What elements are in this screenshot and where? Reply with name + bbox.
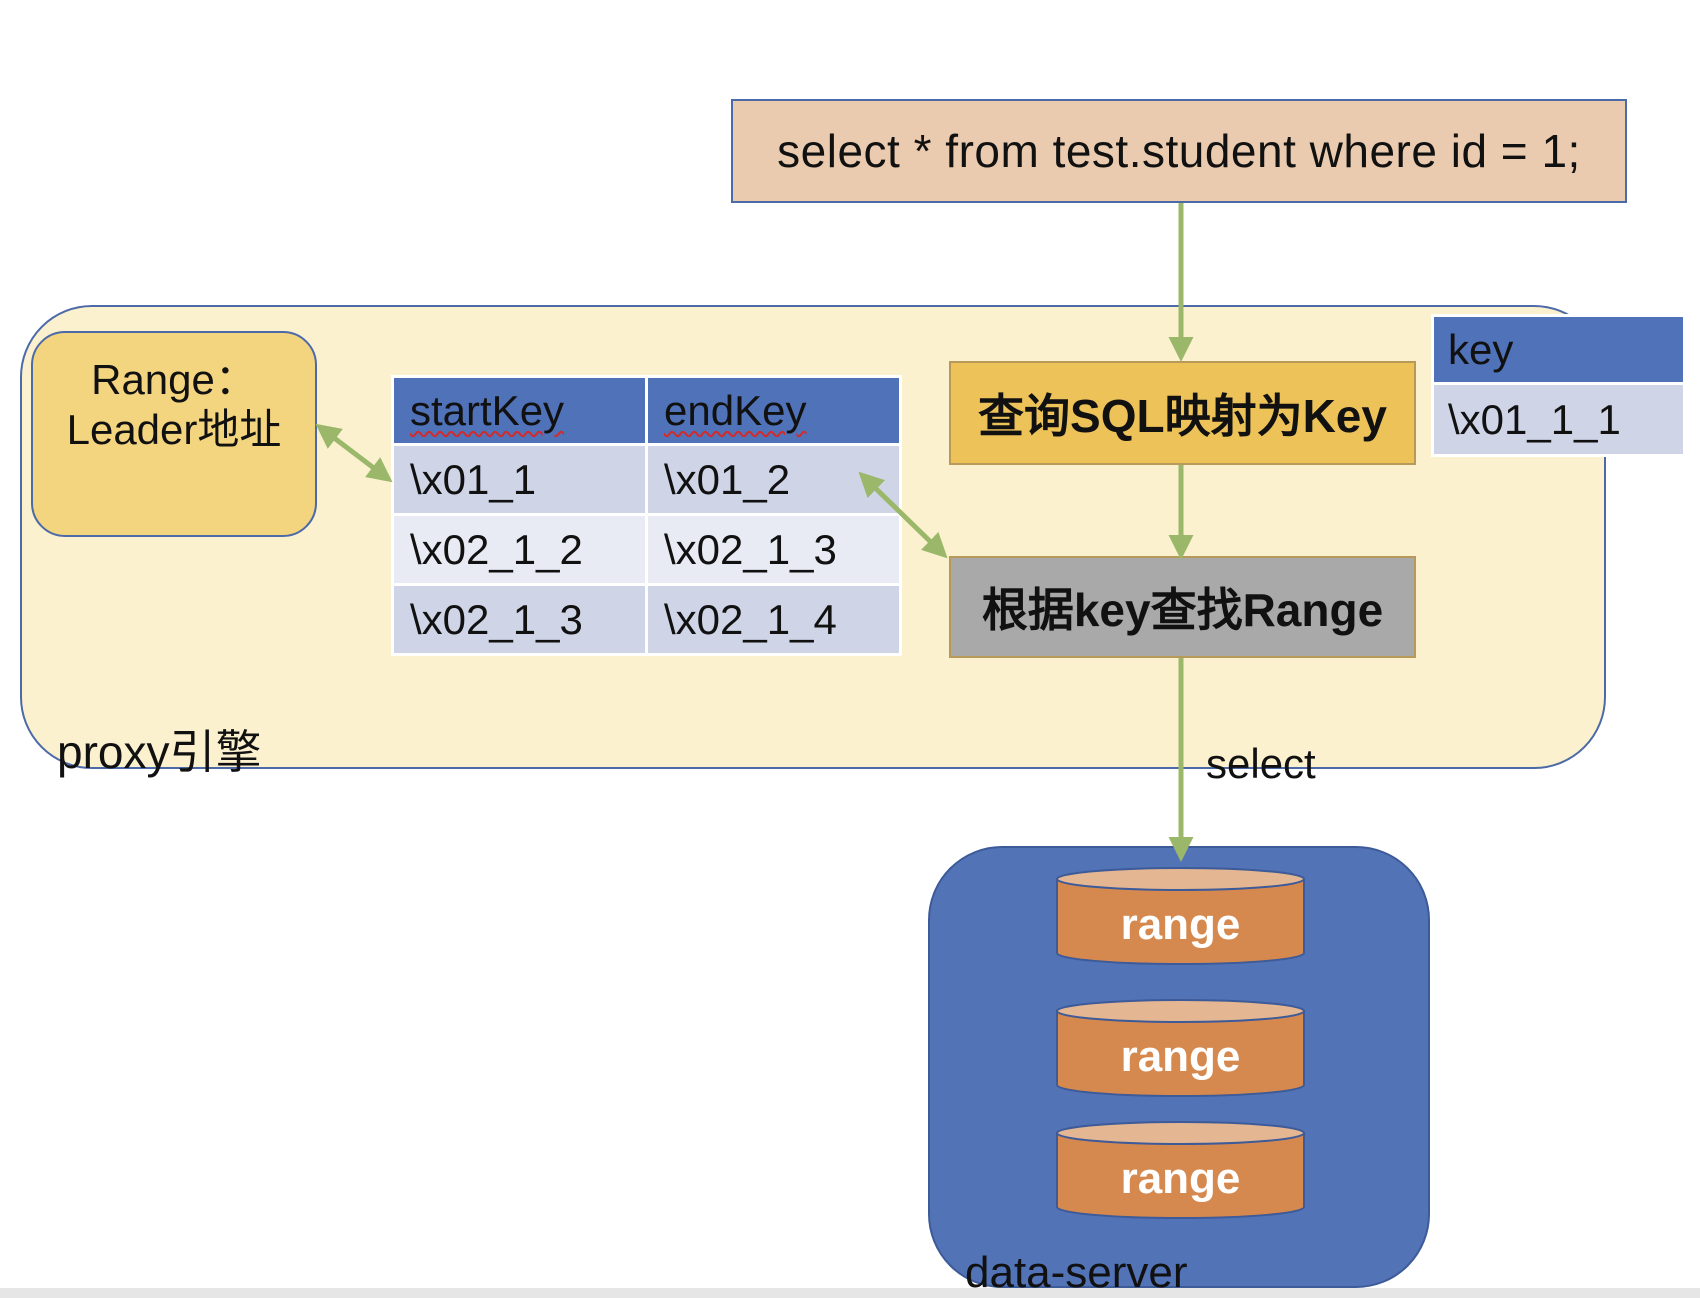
range-label: range xyxy=(1120,1032,1241,1081)
find-range-by-key-step: 根据key查找Range xyxy=(949,556,1416,658)
arrow-table-find xyxy=(858,471,948,559)
table-row: \x01_1 \x01_2 xyxy=(391,443,902,516)
arrow-leader-table xyxy=(315,423,393,483)
table-cell: \x02_1_2 xyxy=(391,513,648,586)
sql-query-text: select * from test.student where id = 1; xyxy=(777,125,1581,177)
range-leader-line1: Range： xyxy=(91,356,257,403)
cylinder-shape xyxy=(1056,867,1305,966)
key-table-value: \x01_1_1 xyxy=(1431,382,1686,457)
range-leader-box: Range： Leader地址 xyxy=(31,331,317,537)
range-cylinder: range xyxy=(1055,866,1306,966)
range-label: range xyxy=(1120,1154,1241,1203)
select-edge-label: select xyxy=(1206,740,1316,787)
table-cell: \x02_1_4 xyxy=(645,583,902,656)
range-label: range xyxy=(1120,900,1241,949)
find-range-by-key-label: 根据key查找Range xyxy=(981,584,1384,636)
proxy-engine-label: proxy引擎 xyxy=(57,726,262,778)
cylinder-shape xyxy=(1056,999,1305,1098)
sql-query-box: select * from test.student where id = 1; xyxy=(731,99,1627,203)
key-table: key \x01_1_1 xyxy=(1431,314,1686,457)
key-table-header: key xyxy=(1431,314,1686,385)
table-cell: \x02_1_3 xyxy=(391,583,648,656)
range-table-header-end: endKey xyxy=(645,375,902,446)
map-sql-to-key-label: 查询SQL映射为Key xyxy=(978,390,1387,442)
range-cylinder: range xyxy=(1055,1120,1306,1220)
range-cylinder: range xyxy=(1055,998,1306,1098)
range-leader-line2: Leader地址 xyxy=(66,406,282,453)
cylinder-shape xyxy=(1056,1121,1305,1220)
range-table-header: startKey endKey xyxy=(391,375,902,446)
bottom-scroll-strip xyxy=(0,1288,1700,1298)
table-row: \x02_1_3 \x02_1_4 xyxy=(391,583,902,656)
range-table-header-start: startKey xyxy=(391,375,648,446)
table-cell: \x01_1 xyxy=(391,443,648,516)
